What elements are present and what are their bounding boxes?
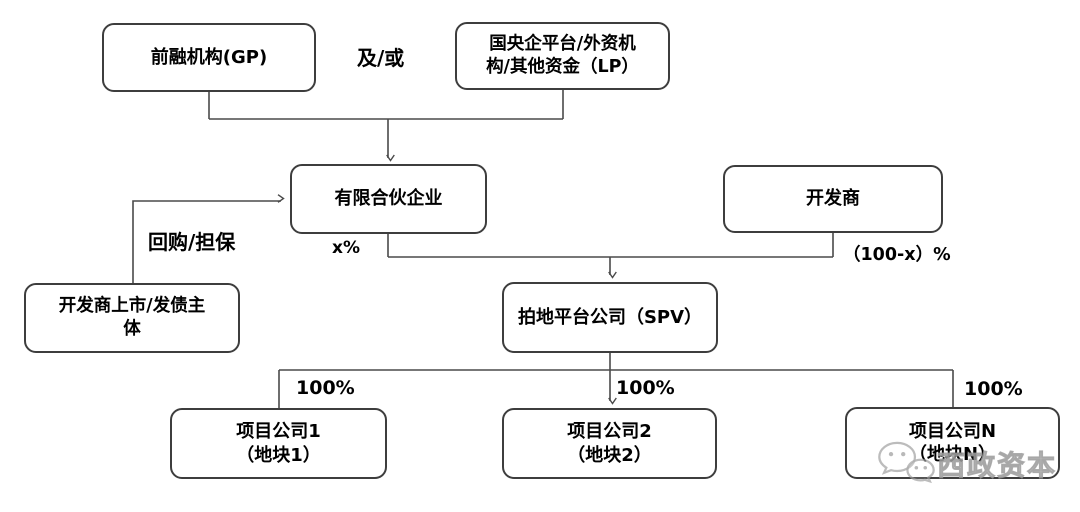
node-limited-partnership: 有限合伙企业	[290, 164, 487, 234]
watermark-brand-text: 西政资本	[936, 448, 1058, 482]
watermark: 西政资本	[878, 441, 1057, 486]
node-pre-financing-gp: 前融机构(GP)	[102, 23, 316, 92]
label-100-percent-left: 100%	[296, 377, 355, 399]
node-developer: 开发商	[723, 165, 943, 233]
node-soe-foreign-lp: 国央企平台/外资机 构/其他资金（LP）	[455, 22, 670, 90]
label-buyback-guarantee: 回购/担保	[148, 230, 236, 254]
label-100-percent-center: 100%	[616, 377, 675, 399]
wechat-icon	[878, 441, 935, 484]
label-100-percent-right: 100%	[964, 378, 1023, 400]
node-project-company-1: 项目公司1 （地块1）	[170, 408, 387, 479]
label-x-percent: x%	[332, 238, 360, 258]
label-and-or: 及/或	[357, 46, 405, 70]
label-100-minus-x-percent: （100-x）%	[843, 245, 951, 265]
node-project-company-2: 项目公司2 （地块2）	[502, 408, 717, 479]
node-project-company-n: 项目公司N （地块N）	[845, 407, 1060, 479]
node-developer-listed-bond-entity: 开发商上市/发债主 体	[24, 283, 240, 353]
node-land-platform-spv: 拍地平台公司（SPV）	[502, 282, 718, 353]
